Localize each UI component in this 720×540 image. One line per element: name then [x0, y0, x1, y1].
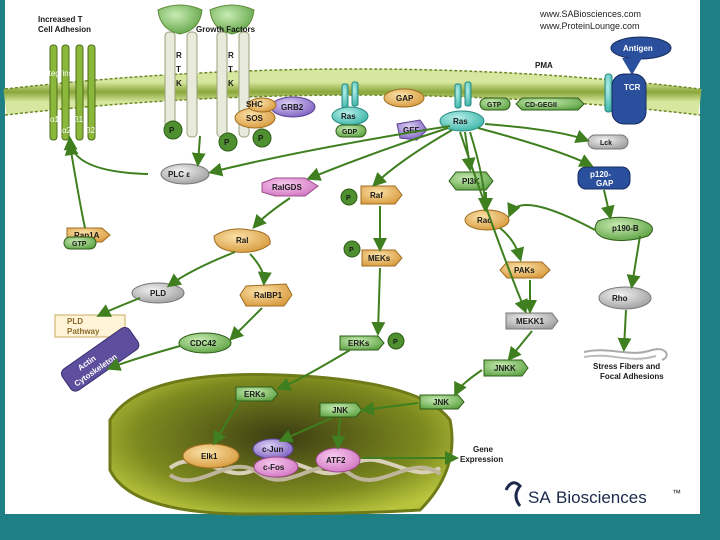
phospho-3: P	[224, 138, 230, 147]
phospho-1: P	[169, 126, 175, 135]
gdp-label: GDP	[342, 129, 358, 136]
p120-gap-label-1: p120-	[590, 170, 611, 179]
c-jun-label: c-Jun	[262, 445, 283, 454]
jnk-nuclear-label: JNK	[332, 406, 348, 415]
adhesion-label-2: Cell Adhesion	[38, 25, 91, 34]
tier-five-nodes: CDC42 ERKs P MEKK1	[178, 312, 559, 354]
pma-label: PMA	[535, 61, 553, 70]
gtp-label: GTP	[487, 102, 502, 109]
frame-left	[0, 0, 5, 540]
antigen-tcr: Antigen TCR	[610, 36, 672, 125]
raf-phospho: P	[346, 195, 351, 202]
rtk-t-1: T	[176, 65, 181, 74]
plc-e-label: PLC ε	[168, 170, 190, 179]
integrin-receptor: Integrins α1 β1 α2 β2	[42, 44, 96, 141]
rho-label: Rho	[612, 294, 628, 303]
frame-bottom	[0, 514, 720, 540]
logo-rest: Biosciences	[556, 488, 647, 507]
website-1: www.SABiosciences.com	[539, 9, 641, 19]
raf-label: Raf	[370, 191, 383, 200]
ralbp1-label: RalBP1	[254, 291, 283, 300]
lck-label: Lck	[600, 140, 612, 147]
erks-phospho: P	[393, 339, 398, 346]
gef-label: GEF	[403, 126, 420, 135]
ras-gdp-label: Ras	[341, 112, 356, 121]
p120-gap-label-2: GAP	[596, 179, 614, 188]
grb2-label: GRB2	[281, 103, 304, 112]
atf2-label: ATF2	[326, 456, 346, 465]
integrins-label: Integrins	[42, 69, 73, 78]
ras-cycle: GAP Ras GDP GEF Ras GTP CD-GEGII Lck	[331, 88, 629, 150]
ras-label: Ras	[453, 117, 468, 126]
growth-factors-label: Growth Factors	[196, 25, 256, 34]
pi3k-label: PI3K	[462, 177, 480, 186]
rtk-r-1: R	[176, 51, 182, 60]
shc-label: SHC	[246, 100, 263, 109]
signal-arrows	[63, 123, 641, 465]
rap1a-gtp-label: GTP	[72, 241, 87, 248]
pld-pathway-label-2: Pathway	[67, 327, 100, 336]
erks-label: ERKs	[348, 339, 370, 348]
nuclear-nodes: ERKs JNK JNK Elk1 c-Jun c-Fos ATF2 Gene …	[168, 386, 503, 483]
website-2: www.ProteinLounge.com	[539, 21, 640, 31]
tier-two-nodes: PLC ε RalGDS P Raf PI3K p120- GAP	[160, 163, 631, 206]
p190-b-label: p190-B	[612, 224, 639, 233]
stress-fibers-label-2: Focal Adhesions	[600, 372, 664, 381]
integrin-alpha2: α2	[62, 126, 72, 135]
erks-nuclear-label: ERKs	[244, 390, 266, 399]
adaptor-cluster: SHC GRB2 SOS P P P	[163, 96, 316, 152]
rtk-k-2: K	[228, 79, 234, 88]
cdc42-label: CDC42	[190, 339, 217, 348]
frame-right	[700, 0, 720, 540]
paks-label: PAKs	[514, 266, 535, 275]
ral-label: Ral	[236, 236, 248, 245]
ralgds-label: RalGDS	[272, 183, 302, 192]
integrin-beta1: β1	[74, 115, 84, 124]
meks-label: MEKs	[368, 254, 391, 263]
gap-label: GAP	[396, 94, 414, 103]
sabiosciences-logo: SA Biosciences ™	[504, 481, 681, 507]
tier-four-nodes: PLD RalBP1 PAKs Rho	[131, 261, 652, 310]
pld-label: PLD	[150, 289, 166, 298]
logo-sa: SA	[528, 488, 551, 507]
adhesion-label-1: Increased T	[38, 15, 83, 24]
tcr-t: TCR	[624, 83, 641, 92]
jnkk-label: JNKK	[494, 364, 516, 373]
tier-three-nodes: Rap1A GTP Ral P MEKs Rac p190-B	[63, 209, 653, 267]
pld-pathway-label-1: PLD	[67, 317, 83, 326]
integrin-beta2: β2	[86, 126, 96, 135]
pld-pathway-box: PLD Pathway	[54, 314, 126, 338]
rtk-r-2: R	[228, 51, 234, 60]
jnk-label: JNK	[433, 398, 449, 407]
gene-expression-label-2: Expression	[460, 455, 503, 464]
logo-tm: ™	[672, 488, 681, 498]
c-fos-label: c-Fos	[263, 463, 285, 472]
sos-label: SOS	[246, 114, 264, 123]
antigen-label: Antigen	[623, 44, 653, 53]
rac-label: Rac	[477, 216, 492, 225]
rtk-k-1: K	[176, 79, 182, 88]
rtk-t-2: T	[228, 65, 233, 74]
elk1-label: Elk1	[201, 452, 218, 461]
stress-fibers-label-1: Stress Fibers and	[593, 362, 660, 371]
rap1a-label: Rap1A	[74, 231, 100, 240]
meks-phospho: P	[349, 247, 354, 254]
gene-expression-label-1: Gene	[473, 445, 494, 454]
cd-gegii-label: CD-GEGII	[525, 102, 557, 109]
growth-factor-receptors: Growth Factors R T K R T K	[157, 4, 256, 138]
tier-six-nodes: JNKK Stress Fibers and Focal Adhesions	[483, 348, 668, 381]
mekk1-label: MEKK1	[516, 317, 545, 326]
integrin-alpha1: α1	[50, 115, 60, 124]
phospho-2: P	[258, 134, 264, 143]
